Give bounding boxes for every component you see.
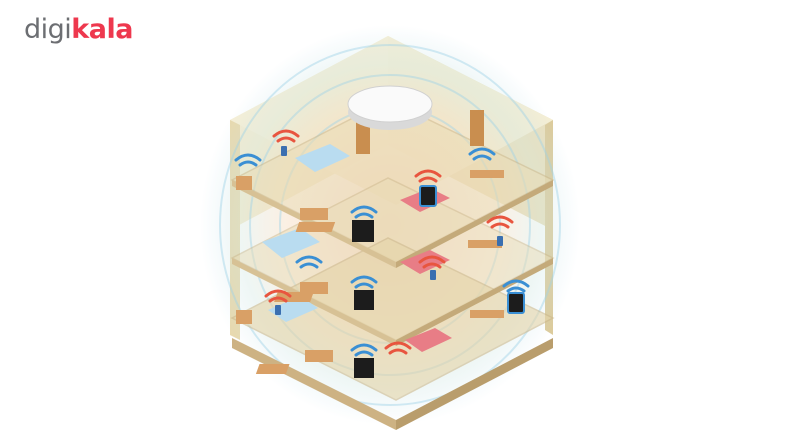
wifi-signal-icon — [234, 129, 530, 357]
furniture — [236, 170, 504, 374]
brand-logo[interactable]: digikala — [24, 14, 133, 45]
tablet-icon — [419, 185, 437, 207]
tablet-icon — [507, 292, 525, 314]
brand-logo-prefix: digi — [24, 14, 72, 45]
access-point-device — [347, 85, 433, 130]
brand-logo-suffix: kala — [71, 14, 133, 45]
bed — [262, 144, 350, 322]
phone-icon — [275, 146, 503, 315]
door — [356, 118, 370, 154]
door — [470, 110, 484, 146]
television — [352, 220, 374, 378]
